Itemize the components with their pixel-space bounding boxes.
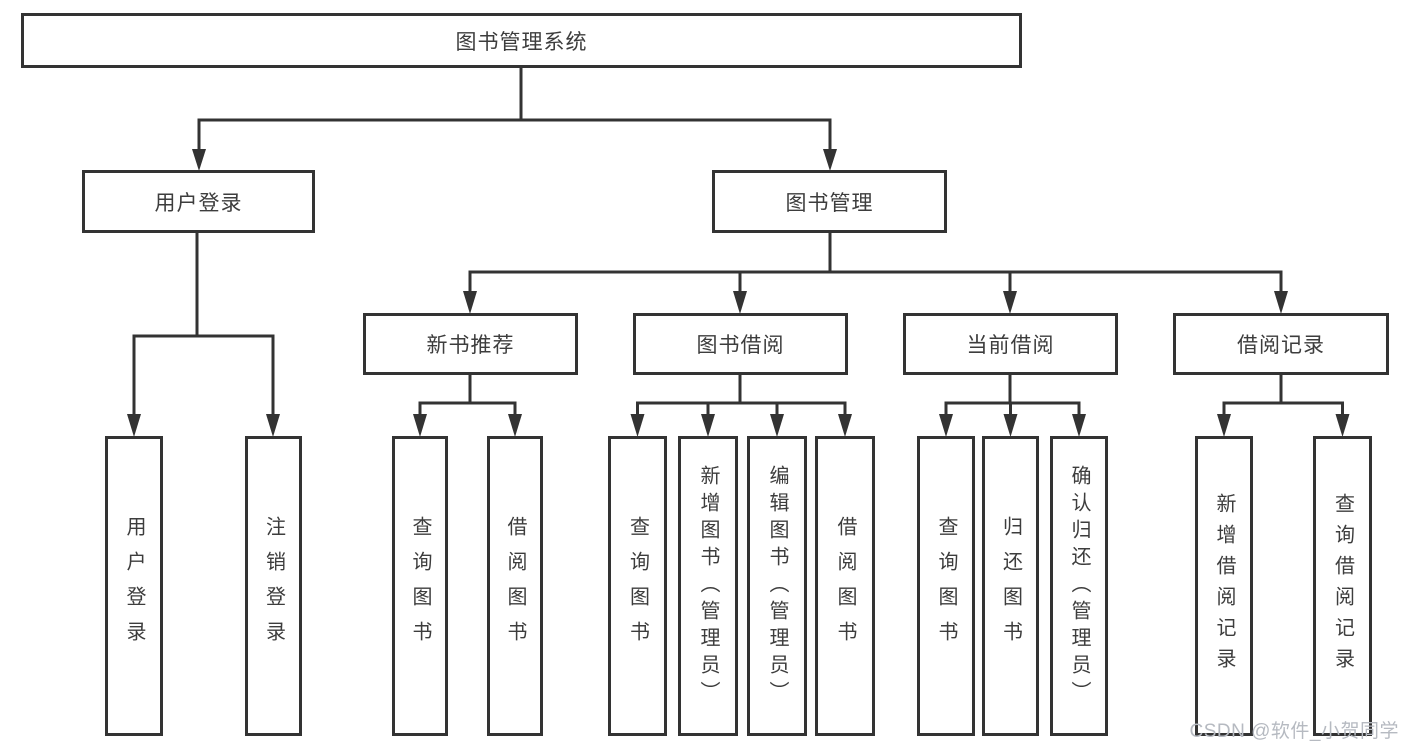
node-book-management: 图书管理 [712, 170, 947, 233]
connector-current-borrow-to-leaves [939, 375, 1086, 437]
leaf-query-borrow-record: 查询借阅记录 [1313, 436, 1372, 736]
leaf-edit-books-admin: 编辑图书（管理员） [747, 436, 807, 736]
leaf-confirm-return-admin: 确认归还（管理员） [1050, 436, 1108, 736]
node-label: 新书推荐 [426, 334, 515, 357]
node-label: 用户登录 [123, 516, 145, 656]
leaf-user-login: 用户登录 [105, 436, 163, 736]
leaf-add-borrow-record: 新增借阅记录 [1195, 436, 1253, 736]
node-label: 查询图书 [935, 516, 957, 656]
leaf-borrow-books-1: 借阅图书 [487, 436, 543, 736]
node-label: 确认归还（管理员） [1068, 464, 1090, 708]
connector-book-mgmt-to-level3 [463, 233, 1288, 314]
leaf-query-books-1: 查询图书 [392, 436, 448, 736]
node-label: 图书借阅 [696, 334, 785, 357]
node-label: 图书管理 [785, 191, 874, 215]
node-label: 新增图书（管理员） [697, 464, 719, 708]
node-label: 查询图书 [626, 516, 649, 656]
node-label: 当前借阅 [966, 334, 1055, 357]
node-label: 用户登录 [154, 191, 243, 215]
node-current-borrow: 当前借阅 [903, 313, 1118, 375]
node-label: 借阅图书 [834, 516, 856, 656]
connector-book-borrow-to-leaves [630, 375, 852, 437]
node-label: 新增借阅记录 [1213, 493, 1235, 679]
node-label: 借阅图书 [504, 516, 526, 656]
leaf-query-books-2: 查询图书 [608, 436, 667, 736]
node-new-book-recommend: 新书推荐 [363, 313, 578, 375]
node-book-borrow: 图书借阅 [633, 313, 848, 375]
node-label: 图书管理系统 [455, 30, 588, 54]
connector-new-book-rec-to-leaves [413, 375, 522, 437]
connector-user-login-to-leaves [127, 233, 280, 437]
node-label: 归还图书 [999, 516, 1022, 656]
node-label: 编辑图书（管理员） [766, 464, 788, 708]
node-root-library-system: 图书管理系统 [21, 13, 1022, 68]
node-user-login: 用户登录 [82, 170, 315, 233]
node-label: 查询借阅记录 [1331, 493, 1354, 679]
leaf-query-books-3: 查询图书 [917, 436, 975, 736]
leaf-borrow-books-2: 借阅图书 [815, 436, 875, 736]
leaf-logout: 注销登录 [245, 436, 302, 736]
csdn-watermark: CSDN @软件_小贺同学 [1189, 721, 1399, 742]
node-borrow-records: 借阅记录 [1173, 313, 1389, 375]
node-label: 借阅记录 [1237, 334, 1325, 357]
connector-root-to-level2 [192, 66, 837, 171]
leaf-add-books-admin: 新增图书（管理员） [678, 436, 738, 736]
node-label: 注销登录 [262, 516, 285, 656]
node-label: 查询图书 [409, 516, 431, 656]
leaf-return-books: 归还图书 [982, 436, 1039, 736]
connector-borrow-records-to-leaves [1217, 375, 1350, 437]
